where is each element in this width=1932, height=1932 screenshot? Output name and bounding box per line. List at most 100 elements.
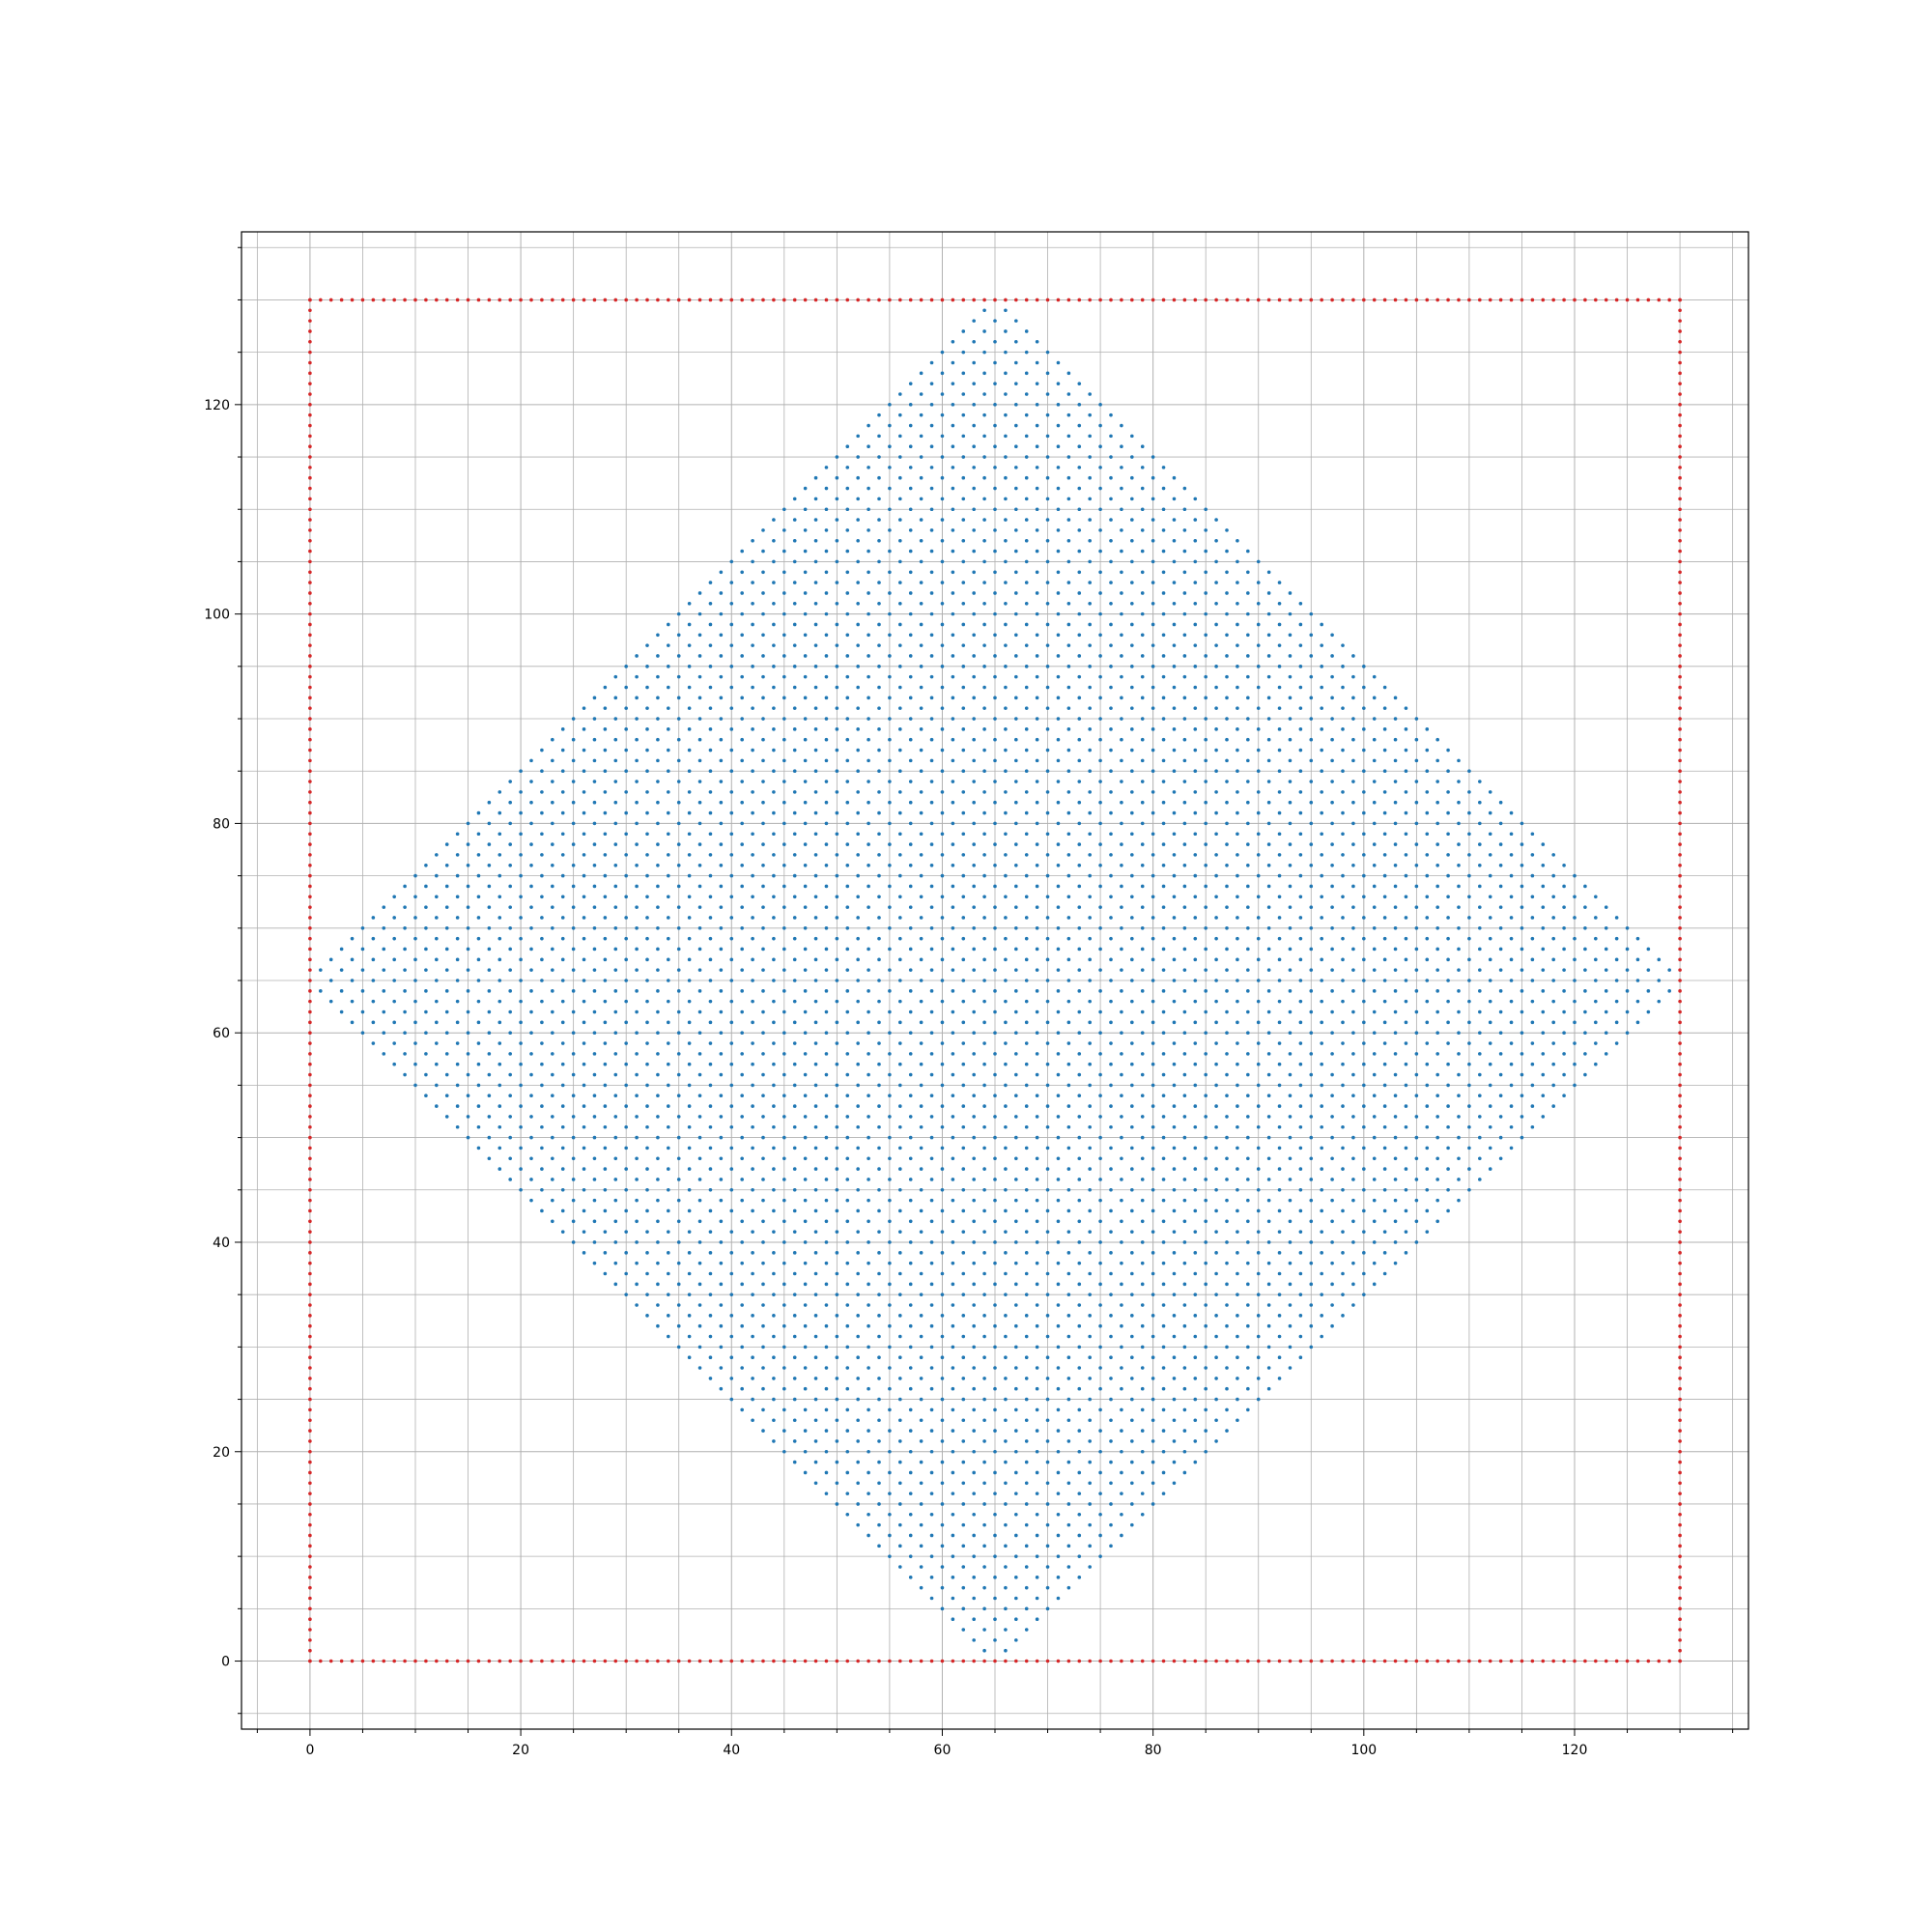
interior-point [740,549,744,554]
interior-point [1372,968,1377,972]
interior-point [624,1083,628,1088]
interior-point [529,1156,533,1161]
interior-point [1014,360,1018,365]
interior-point [856,853,860,857]
interior-point [1467,1020,1471,1025]
interior-point [867,1031,870,1035]
interior-point [898,1418,902,1423]
interior-point [1056,1366,1061,1370]
boundary-point [1678,1156,1682,1161]
interior-point [1024,873,1029,878]
interior-point [1056,654,1061,658]
boundary-point [1678,873,1682,878]
interior-point [972,968,976,972]
interior-point [392,1020,396,1025]
interior-point [403,905,407,909]
interior-point [940,979,945,982]
interior-point [1382,1271,1387,1276]
interior-point [1109,665,1113,668]
interior-point [1330,905,1334,909]
boundary-point [308,1135,312,1140]
interior-point [782,1135,786,1140]
boundary-point [1678,1178,1682,1181]
interior-point [940,873,945,878]
interior-point [951,989,955,993]
boundary-point [1277,1659,1282,1663]
interior-point [487,1031,492,1035]
interior-point [1035,423,1039,428]
interior-point [603,1146,608,1151]
interior-point [697,737,702,742]
interior-point [1298,727,1303,731]
interior-point [1625,1031,1630,1035]
interior-point [551,821,554,826]
interior-point [1435,863,1439,867]
interior-point [455,853,460,857]
interior-point [1161,1178,1166,1181]
interior-point [1256,665,1261,668]
interior-point [729,1397,734,1402]
interior-point [1551,957,1555,962]
interior-point [1266,989,1271,993]
interior-point [592,905,597,909]
interior-point [1204,1094,1208,1098]
interior-point [867,842,870,846]
interior-point [1298,810,1303,815]
interior-point [1182,549,1187,554]
interior-point [1024,810,1029,815]
interior-point [667,685,670,690]
interior-point [1109,1502,1113,1506]
interior-point [1298,1314,1303,1318]
interior-point [1077,717,1082,721]
boundary-point [308,486,312,491]
interior-point [867,1094,870,1098]
interior-point [1225,758,1229,763]
interior-point [1225,633,1229,638]
interior-point [529,884,533,889]
interior-point [751,769,754,774]
boundary-point [1678,1219,1682,1224]
interior-point [961,1481,966,1486]
interior-point [961,1083,966,1088]
interior-point [867,1492,870,1495]
interior-point [740,1303,744,1307]
interior-point [835,643,839,647]
interior-point [951,947,955,952]
interior-point [729,748,734,753]
interior-point [1372,821,1377,826]
interior-point [1372,780,1377,783]
interior-point [877,685,881,690]
interior-point [856,1481,860,1486]
interior-point [1309,800,1314,805]
interior-point [898,601,902,606]
interior-point [1161,1219,1166,1224]
boundary-point [455,298,460,302]
interior-point [824,611,829,616]
interior-point [1077,1533,1082,1538]
interior-point [1351,1052,1355,1056]
interior-point [813,1251,818,1255]
interior-point [1130,497,1134,501]
interior-point [1266,800,1271,805]
interior-point [908,863,913,867]
boundary-point [1446,1659,1450,1663]
boundary-point [308,1554,312,1558]
interior-point [1488,832,1492,837]
interior-point [487,821,492,826]
interior-point [1351,863,1355,867]
interior-point [1014,528,1018,532]
boundary-point [308,936,312,941]
interior-point [782,1094,786,1098]
interior-point [1024,518,1029,522]
interior-point [1488,1083,1492,1088]
boundary-point [1004,298,1008,302]
interior-point [940,601,945,606]
interior-point [1214,1187,1218,1192]
interior-point [740,1219,744,1224]
interior-point [1320,769,1323,774]
interior-point [592,696,597,700]
interior-point [1530,873,1535,878]
boundary-point [308,559,312,564]
boundary-point [635,1659,639,1663]
interior-point [1004,475,1008,480]
